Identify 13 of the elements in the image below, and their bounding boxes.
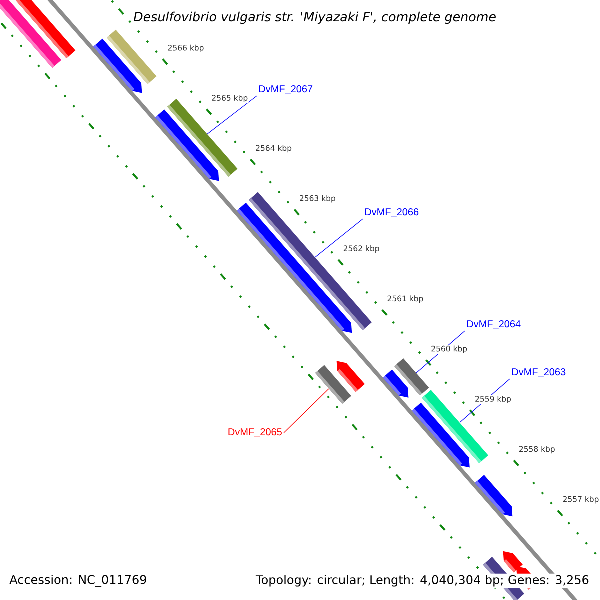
footer-text: Topology: circular; Length: 4,040,304 bp; Genes: 3,256: [254, 574, 591, 588]
gene-label: DvMF_2064: [467, 320, 521, 330]
gene-bar: [315, 365, 352, 404]
leader-line: [315, 218, 364, 258]
leader-line: [207, 96, 258, 134]
gene-label: DvMF_2065: [228, 428, 282, 438]
gene-label: DvMF_2067: [259, 86, 313, 94]
gene-bar: [394, 358, 430, 396]
gene-label: DvMF_2063: [512, 368, 566, 378]
title: Desulfovibrio vulgaris str. 'Miyazaki F', complete genome: [132, 10, 498, 26]
leader-line: [284, 388, 330, 434]
footer-text: Accession: NC_011769: [8, 574, 149, 588]
gene-label: DvMF_2066: [365, 208, 419, 218]
